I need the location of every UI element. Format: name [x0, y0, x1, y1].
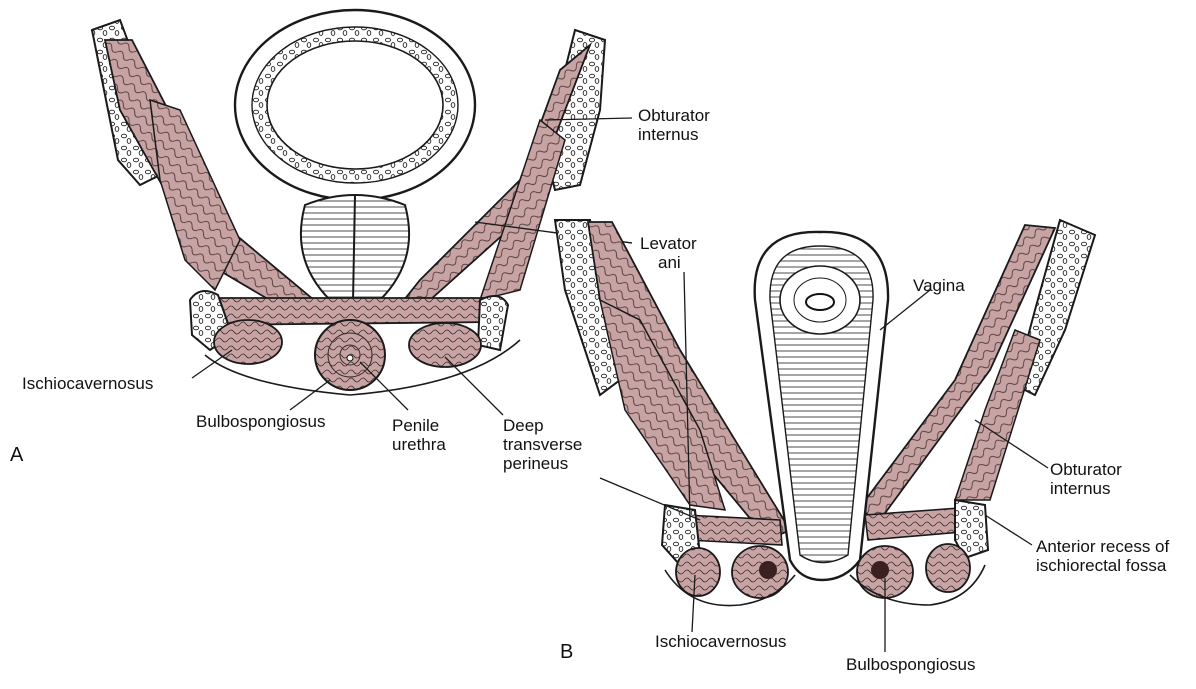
panel-b-letter: B	[560, 641, 573, 664]
label-obturator-internus-a: Obturator internus	[638, 106, 710, 144]
label-ischiocavernosus-a: Ischiocavernosus	[22, 374, 153, 393]
panel-a-letter: A	[10, 444, 23, 467]
label-bulbospongiosus-a: Bulbospongiosus	[196, 412, 325, 431]
ischiocavernosus-left-a	[214, 320, 282, 364]
ischiocavernosus-right-b	[926, 544, 970, 592]
label-penile-urethra: Penile urethra	[392, 416, 446, 454]
ischiocavernosus-right-a	[409, 323, 481, 367]
label-deep-transverse-perineus: Deep transverse perineus	[503, 416, 582, 473]
label-vagina: Vagina	[913, 276, 965, 295]
right-ischial-a	[478, 296, 508, 350]
label-obturator-internus-b: Obturator internus	[1050, 460, 1122, 498]
ischiocavernosus-left-b	[676, 548, 720, 596]
label-bulbospongiosus-b: Bulbospongiosus	[846, 655, 975, 674]
label-ischiocavernosus-b: Ischiocavernosus	[655, 632, 786, 651]
label-anterior-recess: Anterior recess of ischiorectal fossa	[1036, 537, 1169, 575]
left-obturator-a	[150, 100, 240, 290]
label-levator-ani: Levator ani	[640, 234, 697, 272]
panel-b	[555, 220, 1095, 652]
panel-a	[92, 10, 632, 415]
